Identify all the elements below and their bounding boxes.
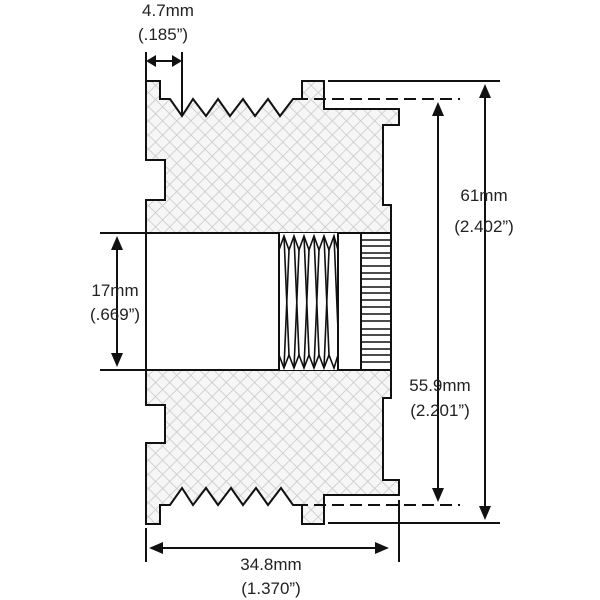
pulley-body-section (145, 80, 400, 234)
thread-section (278, 233, 339, 371)
groove-pitch-metric: 4.7mm (142, 1, 194, 20)
bore (145, 232, 280, 371)
bore-diameter-imperial: (.669”) (90, 305, 140, 324)
dimension-lines (100, 52, 500, 562)
overall-width-imperial: (1.370”) (241, 579, 301, 598)
spline-section (360, 232, 392, 371)
groove-pitch-imperial: (.185”) (138, 25, 188, 44)
outer-diameter-imperial: (2.402”) (454, 217, 514, 236)
groove-diameter-imperial: (2.201”) (410, 401, 470, 420)
outer-diameter-metric: 61mm (460, 186, 507, 205)
groove-diameter-metric: 55.9mm (409, 376, 470, 395)
pulley-body-section-lower (145, 369, 400, 525)
overall-width-metric: 34.8mm (240, 555, 301, 574)
cap-ring (337, 232, 362, 371)
bore-diameter-metric: 17mm (91, 281, 138, 300)
